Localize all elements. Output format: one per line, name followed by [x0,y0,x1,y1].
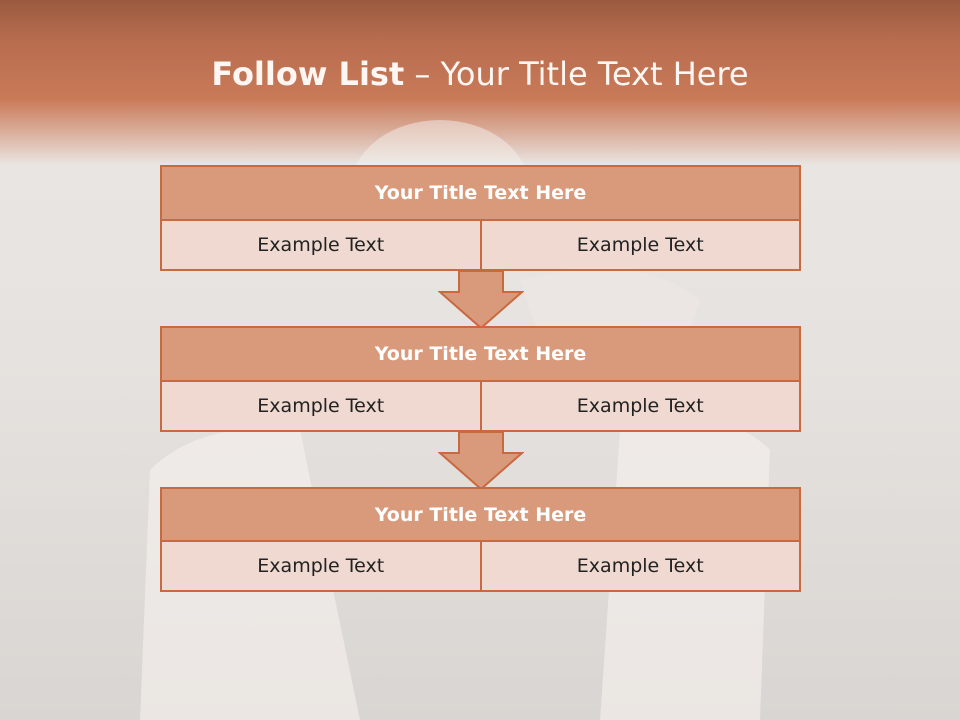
step-title-3: Your Title Text Here [160,487,801,542]
step-title-1: Your Title Text Here [160,165,801,221]
step-block-1: Your Title Text Here Example Text Exampl… [160,165,801,271]
step-block-3: Your Title Text Here Example Text Exampl… [160,487,801,592]
step-cell-3-right: Example Text [481,542,801,592]
step-cell-2-left: Example Text [160,382,482,432]
down-arrow-2 [438,431,524,491]
step-cell-1-left: Example Text [160,221,482,271]
title-bold: Follow List [211,55,405,93]
step-title-2: Your Title Text Here [160,326,801,382]
step-cell-2-right: Example Text [481,382,801,432]
slide-title: Follow List – Your Title Text Here [0,55,960,93]
down-arrow-1 [438,270,524,330]
step-cell-1-right: Example Text [481,221,801,271]
title-rest: – Your Title Text Here [414,55,749,93]
step-cell-3-left: Example Text [160,542,482,592]
step-block-2: Your Title Text Here Example Text Exampl… [160,326,801,432]
